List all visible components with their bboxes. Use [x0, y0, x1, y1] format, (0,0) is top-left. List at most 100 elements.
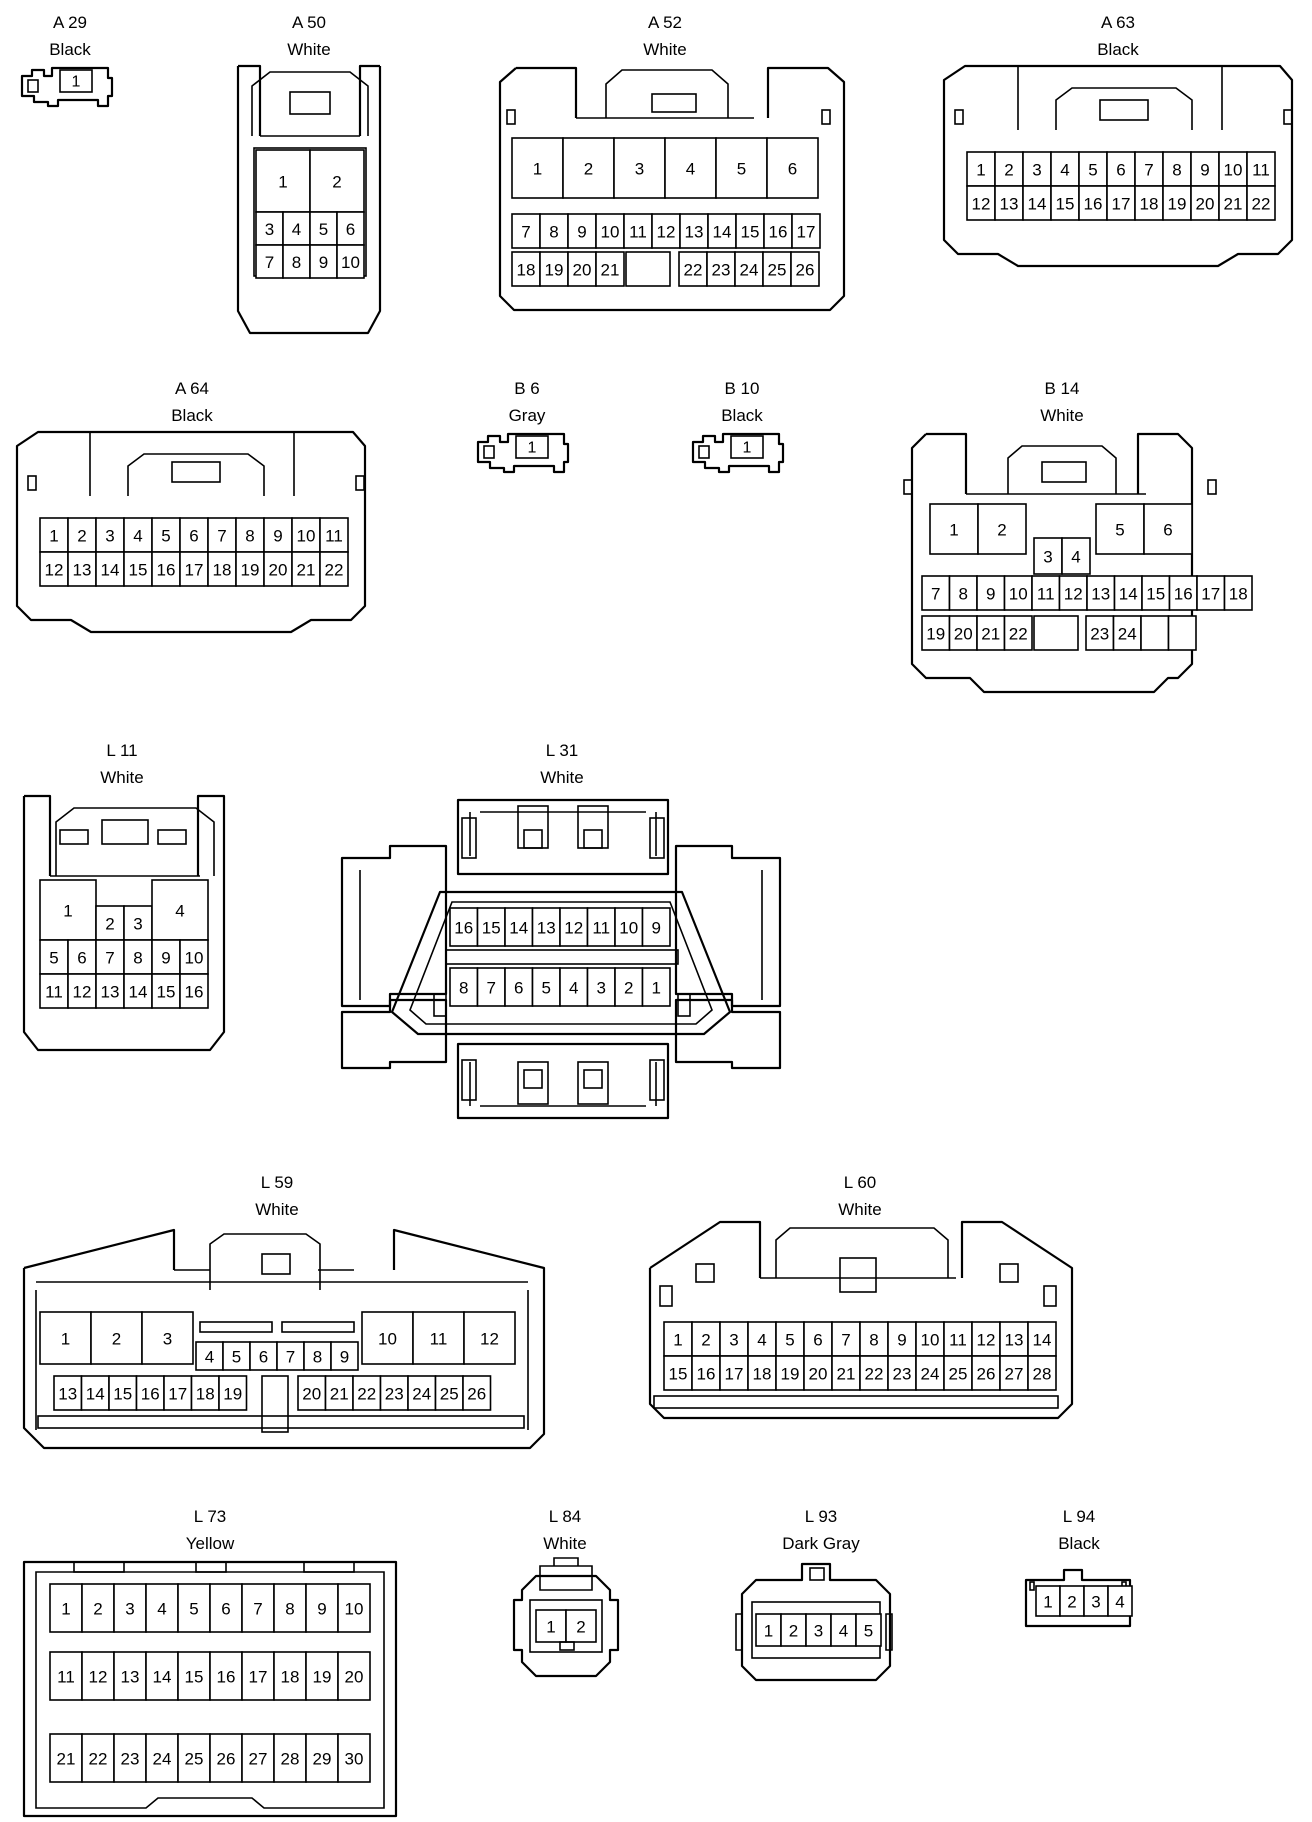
pin: 4: [747, 1321, 777, 1357]
pin-number: 13: [58, 1385, 77, 1404]
pin-cell: [273, 1583, 307, 1633]
pin: 8: [123, 939, 153, 975]
pin-number: 7: [841, 1331, 850, 1350]
housing-part: [1043, 1285, 1057, 1307]
pin: 3: [255, 211, 284, 246]
pin-number: 6: [221, 1600, 230, 1619]
pin-cell: [81, 1733, 115, 1783]
housing-part: [1029, 1581, 1035, 1591]
pin-number: 18: [196, 1385, 215, 1404]
pin: 8: [449, 967, 479, 1007]
pin-cell: [145, 1583, 179, 1633]
pin-number: 8: [313, 1348, 322, 1367]
housing-part: [695, 1263, 715, 1283]
pin-number: 18: [517, 261, 536, 280]
pin-cell: [531, 967, 561, 1007]
pin-cell: [123, 517, 153, 553]
pin: 13: [1086, 575, 1116, 611]
pin-number: 13: [1005, 1331, 1024, 1350]
pin: 2: [562, 137, 615, 199]
pin: 6: [1106, 151, 1136, 187]
pin-number: 3: [265, 220, 274, 239]
pin: 19: [235, 551, 265, 587]
pin: 1: [1035, 1585, 1061, 1617]
pin-cell: [1003, 575, 1033, 611]
pin-number: 1: [546, 1618, 555, 1637]
pin-number: 2: [789, 1622, 798, 1641]
pin-cell: [309, 211, 338, 246]
pin: 22: [859, 1355, 889, 1391]
pin: 26: [462, 1375, 492, 1411]
pin-number: 4: [686, 160, 695, 179]
pin-number: 6: [189, 527, 198, 546]
pin-number: 24: [153, 1750, 172, 1769]
housing-part: [1283, 109, 1293, 125]
pin-number: 26: [217, 1750, 236, 1769]
pin-number: 10: [185, 949, 204, 968]
pin: 10: [291, 517, 321, 553]
pin: 10: [614, 907, 644, 947]
housing-part: [445, 949, 679, 965]
pin-number: 15: [1056, 195, 1075, 214]
pin-cell: [309, 149, 365, 213]
housing-part: [1041, 461, 1087, 483]
pin: 11: [39, 973, 69, 1009]
pin-number: 1: [1043, 1593, 1052, 1612]
pin-number: 11: [430, 1330, 448, 1349]
pin-number: 7: [105, 949, 114, 968]
pin-number: 2: [332, 173, 341, 192]
pin-cell: [1167, 615, 1197, 651]
connector-id: B 6: [514, 379, 540, 398]
pin-number: 7: [487, 979, 496, 998]
pin: 25: [943, 1355, 973, 1391]
pin: 1: [515, 435, 549, 459]
pin-number: 29: [313, 1750, 332, 1769]
pin-number: 15: [113, 1385, 132, 1404]
pin-number: 1: [63, 902, 72, 921]
pin: 6: [249, 1341, 278, 1371]
pin-number: 13: [537, 919, 556, 938]
pin-number: 1: [528, 440, 537, 457]
pin-number: 27: [1005, 1365, 1024, 1384]
pin: 29: [305, 1733, 339, 1783]
pin-number: 6: [788, 160, 797, 179]
pin-cell: [195, 1341, 224, 1371]
pin-number: 12: [73, 983, 92, 1002]
pin-number: 14: [101, 561, 120, 580]
pin-number: 10: [921, 1331, 940, 1350]
pin-number: 3: [1032, 161, 1041, 180]
housing-outline: [236, 64, 382, 335]
pin-number: 2: [112, 1330, 121, 1349]
pin: 9: [1190, 151, 1220, 187]
pin: 18: [207, 551, 237, 587]
pin-cell: [337, 1583, 371, 1633]
housing-outline: [740, 1562, 892, 1682]
housing-outline: [15, 430, 367, 634]
pin-number: 18: [1140, 195, 1159, 214]
housing-outline: [476, 432, 570, 474]
pin: 17: [241, 1651, 275, 1701]
pin-number: 3: [635, 160, 644, 179]
pin-number: 24: [740, 261, 759, 280]
pin: 13: [999, 1321, 1029, 1357]
housing-part: [483, 445, 495, 459]
connector-id: B 14: [1045, 379, 1080, 398]
housing-outline: [409, 901, 713, 1025]
pin-number: 15: [129, 561, 148, 580]
housing-part: [1099, 99, 1149, 121]
pin-number: 5: [864, 1622, 873, 1641]
pin-cell: [207, 517, 237, 553]
pin-cell: [887, 1321, 917, 1357]
pin-number: 15: [1146, 585, 1165, 604]
pin-cell: [1190, 185, 1220, 221]
pin-cell: [39, 551, 69, 587]
pin-cell: [679, 213, 709, 249]
housing-outline: [89, 432, 295, 496]
pin-cell: [586, 967, 616, 1007]
pin-number: 15: [185, 1668, 204, 1687]
connector-id: L 11: [106, 741, 137, 760]
housing-part: [649, 1059, 665, 1101]
pin: 2: [81, 1583, 115, 1633]
